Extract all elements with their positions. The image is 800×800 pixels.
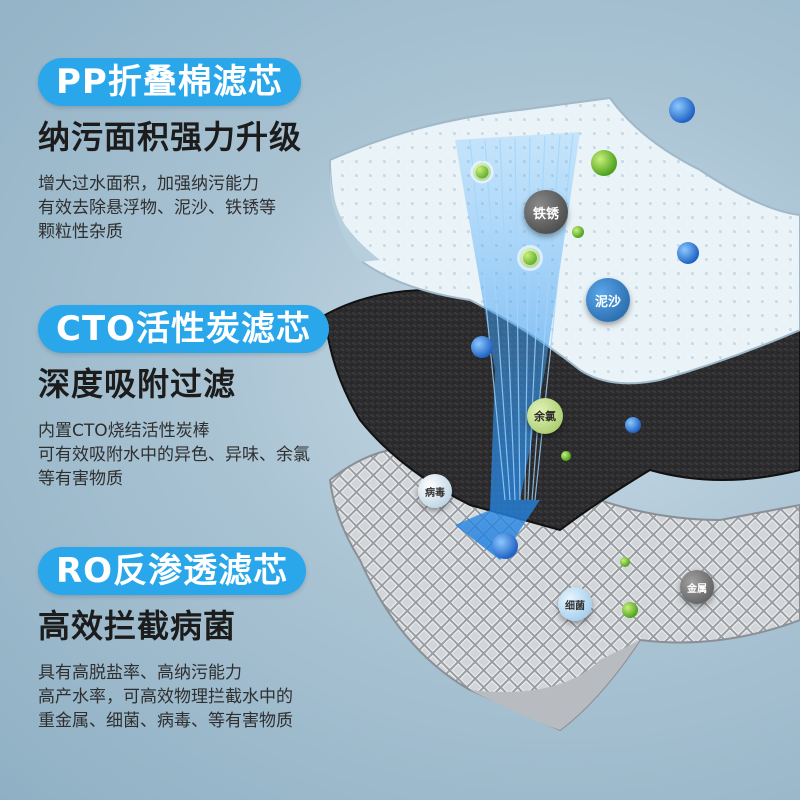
ro-filter-subtitle: 高效拦截病菌 [38,607,237,645]
description-line: 内置CTO烧结活性炭棒 [38,421,210,441]
ro-filter-badge: RO反渗透滤芯 [38,547,307,595]
pp-filter-description: 增大过水面积，加强纳污能力 有效去除悬浮物、泥沙、铁锈等 颗粒性杂质 [38,172,302,244]
bacteria-tag: 细菌 [558,587,592,621]
description-line: 颗粒性杂质 [38,222,123,242]
cto-filter-section: CTO活性炭滤芯 深度吸附过滤 内置CTO烧结活性炭棒 可有效吸附水中的异色、异… [38,305,330,491]
particle [561,451,571,461]
pp-filter-layer [328,96,800,385]
particle [471,336,493,358]
particle [625,417,641,433]
particle [591,150,617,176]
description-line: 有效去除悬浮物、泥沙、铁锈等 [38,198,276,218]
chlorine-tag: 余氯 [527,398,563,434]
ro-filter-section: RO反渗透滤芯 高效拦截病菌 具有高脱盐率、高纳污能力 高产水率，可高效物理拦截… [38,547,307,733]
particle [677,242,699,264]
description-line: 增大过水面积，加强纳污能力 [38,174,259,194]
cto-filter-description: 内置CTO烧结活性炭棒 可有效吸附水中的异色、异味、余氯 等有害物质 [38,419,329,491]
particle [517,245,543,271]
particle [470,160,494,184]
description-line: 具有高脱盐率、高纳污能力 [38,663,242,683]
description-line: 高产水率，可高效物理拦截水中的 [38,687,293,707]
description-line: 可有效吸附水中的异色、异味、余氯 [38,445,310,465]
description-line: 重金属、细菌、病毒、等有害物质 [38,711,293,731]
pp-filter-badge: PP折叠棉滤芯 [38,58,301,106]
particle [572,226,584,238]
rust-tag: 铁锈 [524,190,568,234]
particle [492,533,518,559]
particles [470,97,699,618]
cto-filter-subtitle: 深度吸附过滤 [38,365,237,403]
particle [622,602,638,618]
metal-tag: 金属 [680,570,714,604]
description-line: 等有害物质 [38,469,123,489]
pp-filter-section: PP折叠棉滤芯 纳污面积强力升级 增大过水面积，加强纳污能力 有效去除悬浮物、泥… [38,58,302,244]
particle [620,557,630,567]
ro-filter-description: 具有高脱盐率、高纳污能力 高产水率，可高效物理拦截水中的 重金属、细菌、病毒、等… [38,661,306,733]
virus-tag: 病毒 [418,474,452,508]
cto-filter-badge: CTO活性炭滤芯 [38,305,330,353]
pp-filter-subtitle: 纳污面积强力升级 [38,118,303,156]
sand-tag: 泥沙 [586,278,630,322]
particle [669,97,695,123]
